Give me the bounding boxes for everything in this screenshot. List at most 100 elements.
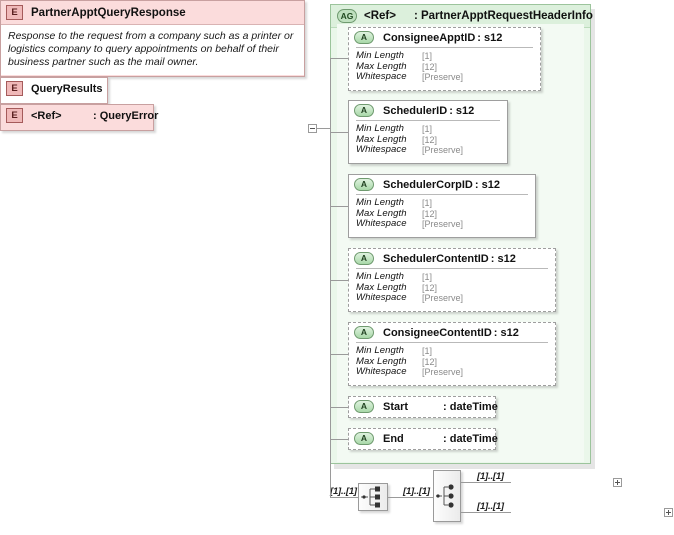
attribute-header: A SchedulerID: s12: [349, 101, 507, 120]
facet-value: [1]: [422, 346, 433, 356]
attribute-type: : dateTime: [443, 432, 498, 445]
element-icon: E: [6, 5, 23, 20]
facet-row: Min Length [1]: [356, 345, 555, 357]
attribute-facets: Min Length [1] Max Length [12] Whitespac…: [349, 343, 555, 382]
attribute-label: Start: [383, 400, 409, 413]
facet-row: Min Length [1]: [356, 271, 555, 283]
choice-icon[interactable]: [433, 470, 461, 522]
facet-key: Whitespace: [356, 366, 407, 377]
attribute-name: ConsigneeApptID: s12: [383, 31, 503, 44]
element-type-label: : QueryError: [93, 109, 159, 122]
attribute-box-schedulercorpid[interactable]: A SchedulerCorpID: s12 Min Length [1] Ma…: [348, 174, 536, 238]
cardinality-sequence: [1]..[1]: [330, 486, 357, 497]
facet-value: [Preserve]: [422, 293, 464, 303]
tree-branch-line: [330, 206, 348, 207]
facet-row: Max Length [12]: [356, 207, 535, 220]
facet-key: Whitespace: [356, 144, 407, 155]
attribute-icon: A: [354, 326, 374, 339]
attribute-header: A Start: dateTime: [349, 397, 498, 416]
facet-value: [1]: [422, 51, 433, 61]
attribute-box-schedulercontentid[interactable]: A SchedulerContentID: s12 Min Length [1]…: [348, 248, 556, 312]
attribute-icon: A: [354, 432, 374, 445]
element-box-queryresults[interactable]: E QueryResults: [0, 77, 108, 104]
attribute-name: SchedulerContentID: s12: [383, 252, 516, 265]
attribute-group-title: <Ref> : PartnerApptRequestHeaderInfo: [364, 10, 593, 22]
facet-key: Max Length: [356, 133, 407, 145]
attribute-type: : dateTime: [443, 400, 498, 413]
attribute-group-ref-label: <Ref>: [364, 10, 396, 22]
facet-row: Max Length [12]: [356, 133, 507, 146]
attribute-header: A SchedulerContentID: s12: [349, 249, 555, 268]
sequence-icon[interactable]: [358, 483, 388, 511]
facet-row: Min Length [1]: [356, 50, 540, 62]
facet-value: [Preserve]: [422, 72, 464, 82]
root-element-annotation: Response to the request from a company s…: [1, 24, 304, 75]
facet-key: Max Length: [356, 355, 407, 367]
expand-toggle-queryerror[interactable]: [664, 508, 673, 517]
facet-row: Whitespace [Preserve]: [356, 71, 540, 83]
attribute-facets: Min Length [1] Max Length [12] Whitespac…: [349, 269, 555, 308]
tree-branch-line: [330, 407, 348, 408]
facet-row: Min Length [1]: [356, 123, 507, 135]
element-box-queryerror[interactable]: E <Ref>: QueryError: [0, 104, 158, 131]
facet-key: Whitespace: [356, 218, 407, 229]
attribute-box-end[interactable]: A End : dateTime: [348, 428, 498, 450]
cardinality-queryresults: [1]..[1]: [477, 471, 504, 482]
element-label: <Ref>: QueryError: [31, 110, 158, 122]
expand-toggle-queryresults[interactable]: [613, 478, 622, 487]
attribute-box-schedulerid[interactable]: A SchedulerID: s12 Min Length [1] Max Le…: [348, 100, 508, 164]
attribute-divider: [356, 268, 548, 269]
attribute-header: A SchedulerCorpID: s12: [349, 175, 535, 194]
facet-value: [12]: [422, 208, 438, 219]
attribute-label: End: [383, 432, 404, 445]
collapse-toggle-root[interactable]: [308, 124, 317, 133]
facet-value: [1]: [422, 124, 433, 134]
facet-key: Min Length: [356, 197, 405, 208]
root-element-header: E PartnerApptQueryResponse: [1, 1, 304, 24]
attribute-group-header: AG <Ref> : PartnerApptRequestHeaderInfo: [331, 5, 593, 28]
cardinality-queryerror: [1]..[1]: [477, 501, 504, 512]
facet-value: [Preserve]: [422, 145, 464, 155]
tree-branch-line: [330, 280, 348, 281]
facet-key: Whitespace: [356, 71, 407, 82]
attribute-box-start[interactable]: A Start: dateTime: [348, 396, 498, 418]
element-label: QueryResults: [31, 82, 103, 95]
group-to-sequence-line: [330, 439, 331, 497]
facet-value: [1]: [422, 198, 433, 208]
attribute-group-icon: AG: [337, 9, 357, 23]
tree-branch-line: [330, 58, 348, 59]
attribute-header: A ConsigneeApptID: s12: [349, 28, 540, 47]
facet-value: [12]: [422, 134, 438, 145]
facet-row: Max Length [12]: [356, 282, 555, 294]
facet-row: Max Length [12]: [356, 355, 555, 368]
facet-key: Min Length: [356, 123, 405, 134]
attribute-box-consigneecontentid[interactable]: A ConsigneeContentID: s12 Min Length [1]…: [348, 322, 556, 386]
facet-row: Whitespace [Preserve]: [356, 366, 555, 378]
attribute-divider: [356, 194, 528, 195]
attribute-group-type-label: : PartnerApptRequestHeaderInfo: [413, 10, 593, 22]
element-header: E <Ref>: QueryError: [1, 105, 158, 126]
attribute-facets: Min Length [1] Max Length [12] Whitespac…: [349, 195, 535, 234]
facet-row: Whitespace [Preserve]: [356, 144, 507, 156]
root-to-group-line: [317, 128, 330, 129]
attribute-divider: [356, 47, 533, 48]
facet-key: Max Length: [356, 207, 407, 219]
cardinality-choice: [1]..[1]: [403, 486, 430, 497]
attribute-icon: A: [354, 31, 374, 44]
attribute-header: A End : dateTime: [349, 429, 498, 448]
element-header: E QueryResults: [1, 78, 107, 99]
facet-row: Max Length [12]: [356, 61, 540, 73]
attribute-name: SchedulerID: s12: [383, 104, 475, 117]
facet-value: [12]: [422, 61, 438, 72]
attribute-icon: A: [354, 104, 374, 117]
group-to-sequence-line: [330, 497, 358, 498]
facet-value: [12]: [422, 356, 438, 367]
attribute-name: SchedulerCorpID: s12: [383, 178, 500, 191]
root-element-box[interactable]: E PartnerApptQueryResponse Response to t…: [0, 0, 305, 77]
attribute-facets: Min Length [1] Max Length [12] Whitespac…: [349, 121, 507, 160]
attribute-icon: A: [354, 252, 374, 265]
attribute-group-panel: [337, 24, 584, 462]
attribute-name: End : dateTime: [383, 433, 498, 445]
facet-row: Whitespace [Preserve]: [356, 292, 555, 304]
attribute-box-consigneeapptid[interactable]: A ConsigneeApptID: s12 Min Length [1] Ma…: [348, 27, 541, 91]
